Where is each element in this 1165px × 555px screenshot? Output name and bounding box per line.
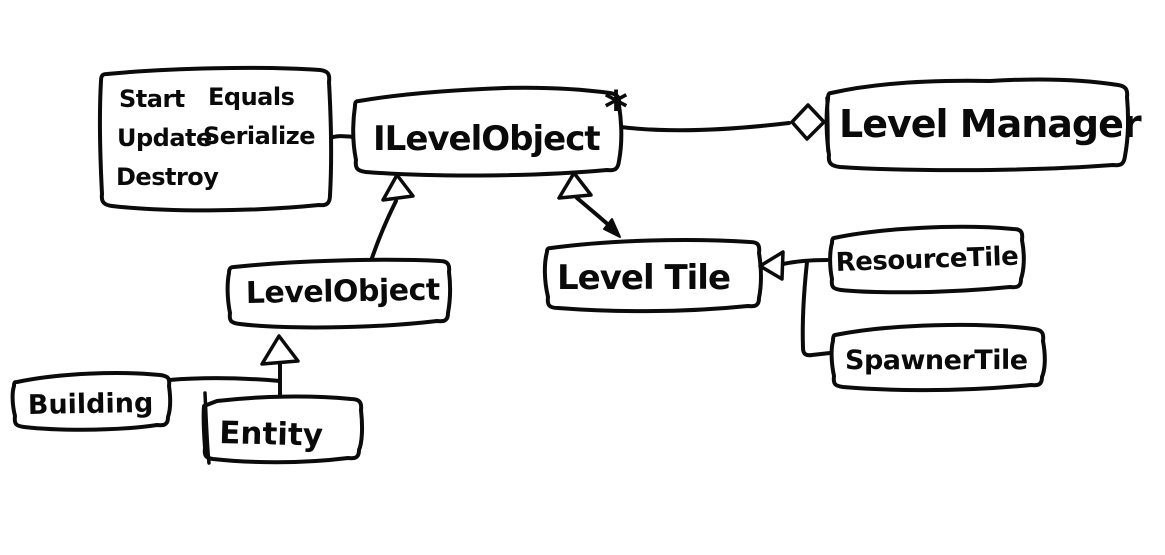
node-box-entity — [201, 394, 365, 465]
edge-building-levelobject-line — [167, 376, 282, 383]
node-box-levelmanager-inner-tick — [825, 96, 830, 153]
leveltile-label: Level Tile — [557, 258, 730, 298]
edge-tiles-horizontal-line — [781, 258, 829, 266]
spawnertile-label: SpawnerTile — [845, 345, 1028, 376]
methods-note-equals-label: Equals — [208, 83, 295, 111]
methods-note-serialize-label: Serialize — [203, 122, 315, 150]
inheritance-triangle-leveltile-icon — [557, 171, 593, 200]
node-box-methods-note — [97, 65, 334, 213]
node-box-building — [10, 371, 173, 432]
levelobject-label: LevelObject — [246, 273, 441, 311]
methods-note-start-label: Start — [119, 85, 185, 113]
methods-note-update-label: Update — [117, 124, 212, 152]
resourcetile-label: ResourceTile — [835, 242, 1019, 278]
node-box-leveltile — [542, 238, 763, 314]
methods-note-destroy-label: Destroy — [116, 163, 219, 191]
edge-aggregation-line — [619, 121, 791, 133]
edge-spawnertile-branch-line — [800, 260, 832, 358]
edge-levelobject-ilevelobject-line — [369, 199, 398, 263]
edge-leveltile-ilevelobject-line — [575, 196, 614, 230]
node-box-entity-left-overshoot — [203, 391, 211, 465]
multiplicity-star: * — [604, 81, 628, 135]
aggregation-diamond-icon — [790, 103, 826, 141]
building-label: Building — [28, 388, 154, 421]
inheritance-triangle-tiles-icon — [758, 250, 785, 281]
node-box-spawnertile — [829, 322, 1047, 393]
inheritance-triangle-levelobject-icon — [381, 173, 415, 202]
arrowhead-leveltile-end-icon — [603, 218, 621, 238]
levelmanager-label: Level Manager — [839, 102, 1142, 146]
entity-label: Entity — [219, 415, 324, 454]
node-box-resourcetile — [828, 224, 1026, 295]
node-box-ilevelobject — [351, 85, 624, 178]
inheritance-triangle-entity-icon — [260, 334, 300, 366]
node-box-levelobject — [225, 257, 453, 330]
ilevelobject-label: ILevelObject — [373, 119, 600, 159]
